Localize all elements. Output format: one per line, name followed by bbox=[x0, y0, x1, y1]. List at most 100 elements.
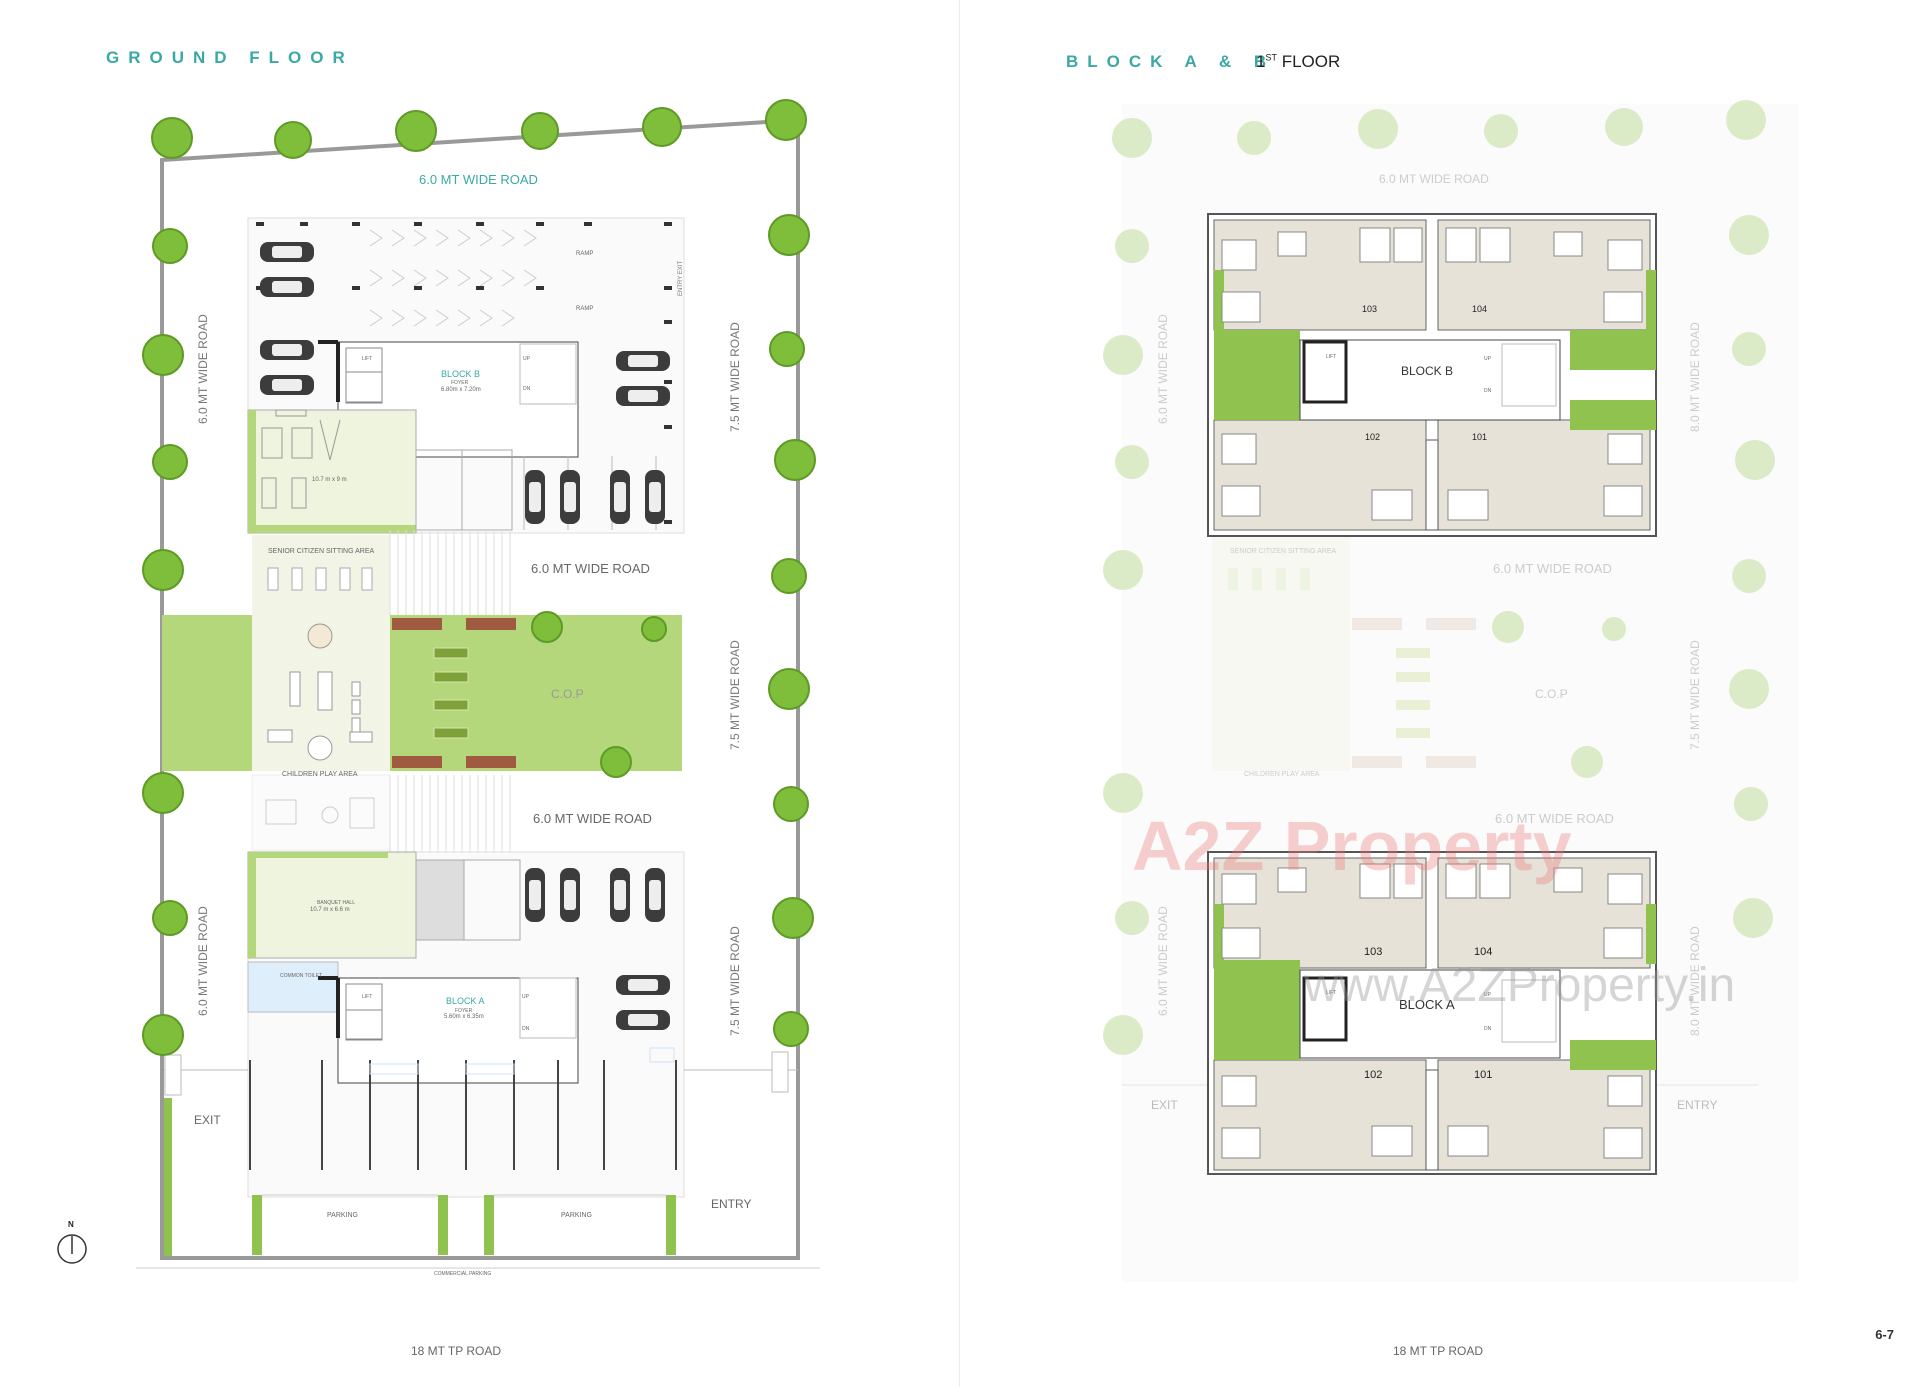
r-road-left-lower-label: 6.0 MT WIDE ROAD bbox=[1156, 906, 1170, 1016]
b-unit-102: 102 bbox=[1365, 432, 1381, 442]
parking-green-strips bbox=[164, 1098, 676, 1256]
block-a-label: BLOCK A bbox=[446, 996, 485, 1006]
entry-label: ENTRY bbox=[711, 1197, 752, 1211]
r-entry-label: ENTRY bbox=[1677, 1098, 1718, 1112]
r-exit-label: EXIT bbox=[1151, 1098, 1178, 1112]
ramp-label-2: RAMP bbox=[576, 306, 594, 312]
r-road-bottom-label: 18 MT TP ROAD bbox=[1393, 1344, 1484, 1358]
watermark-logo: A2Z Property bbox=[1132, 807, 1572, 885]
common-toilet-area bbox=[247, 961, 339, 1013]
block-b-dn-label: DN bbox=[523, 386, 531, 392]
floor-word: FLOOR bbox=[1281, 52, 1341, 71]
page-divider bbox=[959, 0, 960, 1387]
floor-number: 1 bbox=[1256, 52, 1266, 71]
banquet-label: BANQUET HALL bbox=[317, 900, 355, 906]
r-road-left-upper-label: 6.0 MT WIDE ROAD bbox=[1156, 314, 1170, 424]
block-a-dim-label: 5.60m x 6.35m bbox=[444, 1014, 484, 1020]
parking-label-2: PARKING bbox=[561, 1212, 592, 1219]
ramp-label-1: RAMP bbox=[576, 251, 594, 257]
children-area-label: CHILDREN PLAY AREA bbox=[282, 771, 358, 778]
ground-floor-plan bbox=[57, 99, 820, 1269]
r-block-b-up-label: UP bbox=[1484, 356, 1491, 362]
r-cop-label: C.O.P bbox=[1535, 687, 1568, 701]
cop-label: C.O.P bbox=[551, 687, 584, 701]
r-block-b-dn-label: DN bbox=[1484, 388, 1492, 394]
road-right-lower-label: 7.5 MT WIDE ROAD bbox=[728, 926, 742, 1036]
b-unit-104: 104 bbox=[1472, 304, 1488, 314]
planters bbox=[392, 618, 516, 768]
r-road-right-upper-label: 8.0 MT WIDE ROAD bbox=[1688, 322, 1702, 432]
block-a-foyer-label: FOYER bbox=[455, 1008, 473, 1014]
road-internal-upper-label: 6.0 MT WIDE ROAD bbox=[531, 561, 650, 576]
hedges bbox=[433, 647, 469, 739]
b-unit-101: 101 bbox=[1472, 432, 1488, 442]
page-number: 6-7 bbox=[1875, 1327, 1894, 1342]
columns-upper bbox=[256, 222, 672, 524]
ramp-area bbox=[369, 229, 537, 327]
r-block-b-lift-label: LIFT bbox=[1326, 354, 1337, 360]
block-a-dn-label: DN bbox=[522, 1026, 530, 1032]
north-label: N bbox=[68, 1220, 74, 1229]
children-play bbox=[251, 774, 391, 851]
first-floor-page: BLOCK A & B 1ST FLOOR bbox=[960, 0, 1920, 1387]
r-road-internal-lower-label: 6.0 MT WIDE ROAD bbox=[1495, 811, 1614, 826]
block-b-label: BLOCK B bbox=[441, 369, 481, 379]
stairs-upper bbox=[389, 530, 511, 615]
r-block-b-label: BLOCK B bbox=[1401, 364, 1454, 378]
road-left-lower-label: 6.0 MT WIDE ROAD bbox=[196, 906, 210, 1016]
watermark-url: www.A2ZProperty.in bbox=[1304, 959, 1736, 1012]
a-unit-102: 102 bbox=[1364, 1069, 1383, 1081]
ground-floor-page: GROUND FLOOR bbox=[57, 48, 820, 1358]
r-road-right-middle-label: 7.5 MT WIDE ROAD bbox=[1688, 640, 1702, 750]
r-block-a-label: BLOCK A bbox=[1399, 997, 1455, 1012]
road-left-upper-label: 6.0 MT WIDE ROAD bbox=[196, 314, 210, 424]
gym-dim-label: 10.7 m x 9 m bbox=[312, 477, 347, 483]
cars-lower-right bbox=[616, 975, 670, 1030]
floor-number-suffix: ST bbox=[1265, 52, 1277, 63]
block-a-core bbox=[337, 977, 579, 1084]
faded-trees bbox=[1103, 100, 1775, 1055]
entry-exit-label: ENTRY EXIT bbox=[678, 260, 684, 296]
first-floor-plan bbox=[1103, 100, 1798, 1282]
first-floor-title-suffix: 1ST FLOOR bbox=[1256, 52, 1340, 72]
cars-upper-left bbox=[260, 242, 314, 395]
a-unit-104: 104 bbox=[1474, 946, 1493, 958]
ground-floor-title: GROUND FLOOR bbox=[106, 48, 354, 67]
r-road-internal-upper-label: 6.0 MT WIDE ROAD bbox=[1493, 561, 1612, 576]
r-block-a-up-label: UP bbox=[1484, 992, 1491, 998]
block-b-floorplate bbox=[1207, 213, 1657, 537]
r-block-a-lift-label: LIFT bbox=[1326, 990, 1337, 996]
block-b-foyer-label: FOYER bbox=[451, 380, 469, 386]
road-right-middle-label: 7.5 MT WIDE ROAD bbox=[728, 640, 742, 750]
road-bottom-label: 18 MT TP ROAD bbox=[411, 1344, 502, 1358]
a-unit-101: 101 bbox=[1474, 1069, 1493, 1081]
block-a-lift-label: LIFT bbox=[362, 994, 373, 1000]
r-children-area-label: CHILDREN PLAY AREA bbox=[1244, 771, 1320, 778]
a-unit-103: 103 bbox=[1364, 946, 1383, 958]
lawn-left bbox=[162, 615, 252, 771]
block-a-up-label: UP bbox=[522, 994, 529, 1000]
block-a-floorplate bbox=[1207, 851, 1657, 1175]
block-b-up-label: UP bbox=[523, 356, 530, 362]
road-internal-lower-label: 6.0 MT WIDE ROAD bbox=[533, 811, 652, 826]
common-toilet-label: COMMON TOILET bbox=[280, 973, 323, 979]
first-floor-title-spaced: BLOCK A & B bbox=[1066, 52, 1276, 71]
banquet-dim-label: 10.7 m x 6.6 m bbox=[310, 907, 350, 913]
senior-area-label: SENIOR CITIZEN SITTING AREA bbox=[268, 548, 375, 555]
cars-lower-vertical bbox=[525, 868, 665, 922]
b-unit-103: 103 bbox=[1362, 304, 1378, 314]
road-right-upper-label: 7.5 MT WIDE ROAD bbox=[728, 322, 742, 432]
r-block-a-dn-label: DN bbox=[1484, 1026, 1492, 1032]
r-senior-area-label: SENIOR CITIZEN SITTING AREA bbox=[1230, 548, 1337, 555]
road-top-label: 6.0 MT WIDE ROAD bbox=[419, 172, 538, 187]
parking-label-1: PARKING bbox=[327, 1212, 358, 1219]
commercial-parking-label: COMMERCIAL PARKING bbox=[434, 1271, 492, 1277]
r-road-top-label: 6.0 MT WIDE ROAD bbox=[1379, 172, 1489, 186]
block-b-dim-label: 6.80m x 7.20m bbox=[441, 387, 481, 393]
stairs-lower bbox=[389, 775, 511, 852]
cop-lawn bbox=[390, 615, 682, 771]
cars-upper-right bbox=[616, 351, 670, 406]
shops bbox=[249, 1060, 677, 1170]
gym-area bbox=[247, 409, 417, 534]
block-b-lift-label: LIFT bbox=[362, 356, 373, 362]
